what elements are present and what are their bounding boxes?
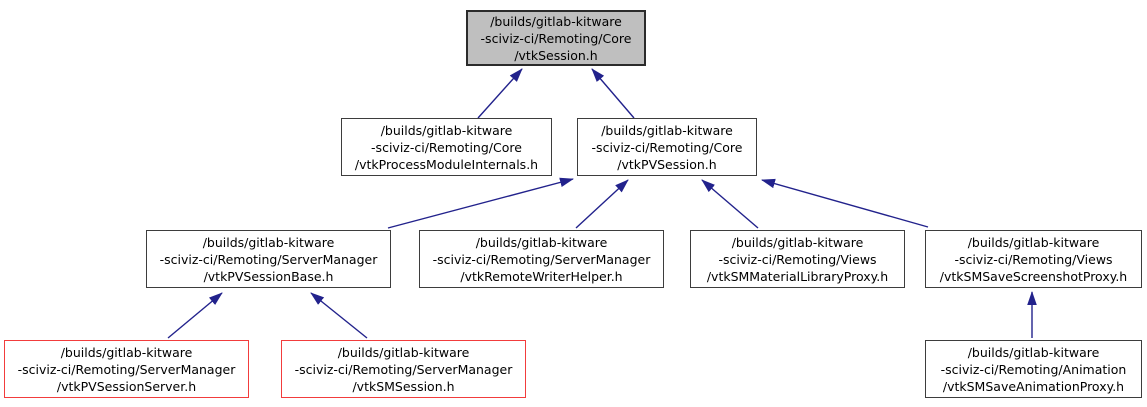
node-label-line: /builds/gitlab-kitware <box>202 234 335 250</box>
node-vtkpvsessionbase-h[interactable]: /builds/gitlab-kitware -sciviz-ci/Remoti… <box>146 230 391 288</box>
node-vtksmsaveanimationproxy-h[interactable]: /builds/gitlab-kitware -sciviz-ci/Remoti… <box>925 340 1142 398</box>
node-label-line: /vtkPVSession.h <box>617 156 717 172</box>
edge-pvsessionserver-to-pvsessionbase <box>167 292 223 339</box>
node-label-line: /builds/gitlab-kitware <box>731 234 864 250</box>
edge-smmateriallibraryproxy-to-pvsession <box>701 179 759 229</box>
node-label-line: -sciviz-ci/Remoting/Views <box>718 251 877 267</box>
edge-remotewriterhelper-to-pvsession <box>575 179 629 229</box>
node-label-line: /vtkPVSessionServer.h <box>56 378 197 394</box>
node-vtksmsavescreenshotproxy-h[interactable]: /builds/gitlab-kitware -sciviz-ci/Remoti… <box>925 230 1142 288</box>
node-vtkprocessmoduleinternals-h[interactable]: /builds/gitlab-kitware -sciviz-ci/Remoti… <box>341 118 552 176</box>
edge-pvsessionbase-to-pvsession <box>387 177 574 229</box>
node-label-line: /builds/gitlab-kitware <box>967 344 1100 360</box>
node-label-line: /builds/gitlab-kitware <box>337 344 470 360</box>
node-vtkremotewriterhelper-h[interactable]: /builds/gitlab-kitware -sciviz-ci/Remoti… <box>419 230 664 288</box>
edge-smsavescreenshotproxy-to-pvsession <box>761 178 929 228</box>
node-vtkpvsessionserver-h[interactable]: /builds/gitlab-kitware -sciviz-ci/Remoti… <box>4 340 249 398</box>
edge-smsession-to-pvsessionbase <box>310 292 368 339</box>
node-label-line: /vtkSession.h <box>514 47 598 63</box>
node-label-line: -sciviz-ci/Remoting/ServerManager <box>17 361 236 377</box>
node-label-line: /builds/gitlab-kitware <box>475 234 608 250</box>
node-label-line: /vtkSMSaveScreenshotProxy.h <box>939 268 1128 284</box>
node-label-line: /builds/gitlab-kitware <box>967 234 1100 250</box>
node-label-line: /vtkPVSessionBase.h <box>203 268 334 284</box>
node-label-line: /vtkProcessModuleInternals.h <box>354 156 539 172</box>
edge-pvsession-to-session <box>591 68 635 119</box>
node-vtksession-h[interactable]: /builds/gitlab-kitware -sciviz-ci/Remoti… <box>466 10 646 66</box>
node-label-line: /vtkSMMaterialLibraryProxy.h <box>706 268 889 284</box>
edge-processmoduleinternals-to-session <box>477 68 523 119</box>
node-label-line: -sciviz-ci/Remoting/Core <box>591 139 743 155</box>
node-label-line: -sciviz-ci/Remoting/ServerManager <box>159 251 378 267</box>
node-label-line: /builds/gitlab-kitware <box>60 344 193 360</box>
node-label-line: /vtkSMSession.h <box>352 378 455 394</box>
node-label-line: /vtkRemoteWriterHelper.h <box>460 268 623 284</box>
node-label-line: -sciviz-ci/Remoting/ServerManager <box>294 361 513 377</box>
node-label-line: /vtkSMSaveAnimationProxy.h <box>942 378 1125 394</box>
node-label-line: /builds/gitlab-kitware <box>601 122 733 138</box>
node-vtksmsession-h[interactable]: /builds/gitlab-kitware -sciviz-ci/Remoti… <box>281 340 526 398</box>
node-vtksmmateriallibraryproxy-h[interactable]: /builds/gitlab-kitware -sciviz-ci/Remoti… <box>690 230 905 288</box>
node-vtkpvsession-h[interactable]: /builds/gitlab-kitware -sciviz-ci/Remoti… <box>577 118 757 176</box>
node-label-line: /builds/gitlab-kitware <box>490 13 622 29</box>
node-label-line: -sciviz-ci/Remoting/Views <box>954 251 1113 267</box>
node-label-line: -sciviz-ci/Remoting/ServerManager <box>432 251 651 267</box>
node-label-line: /builds/gitlab-kitware <box>380 122 513 138</box>
node-label-line: -sciviz-ci/Remoting/Animation <box>940 361 1127 377</box>
node-label-line: -sciviz-ci/Remoting/Core <box>371 139 522 155</box>
node-label-line: -sciviz-ci/Remoting/Core <box>480 30 632 46</box>
